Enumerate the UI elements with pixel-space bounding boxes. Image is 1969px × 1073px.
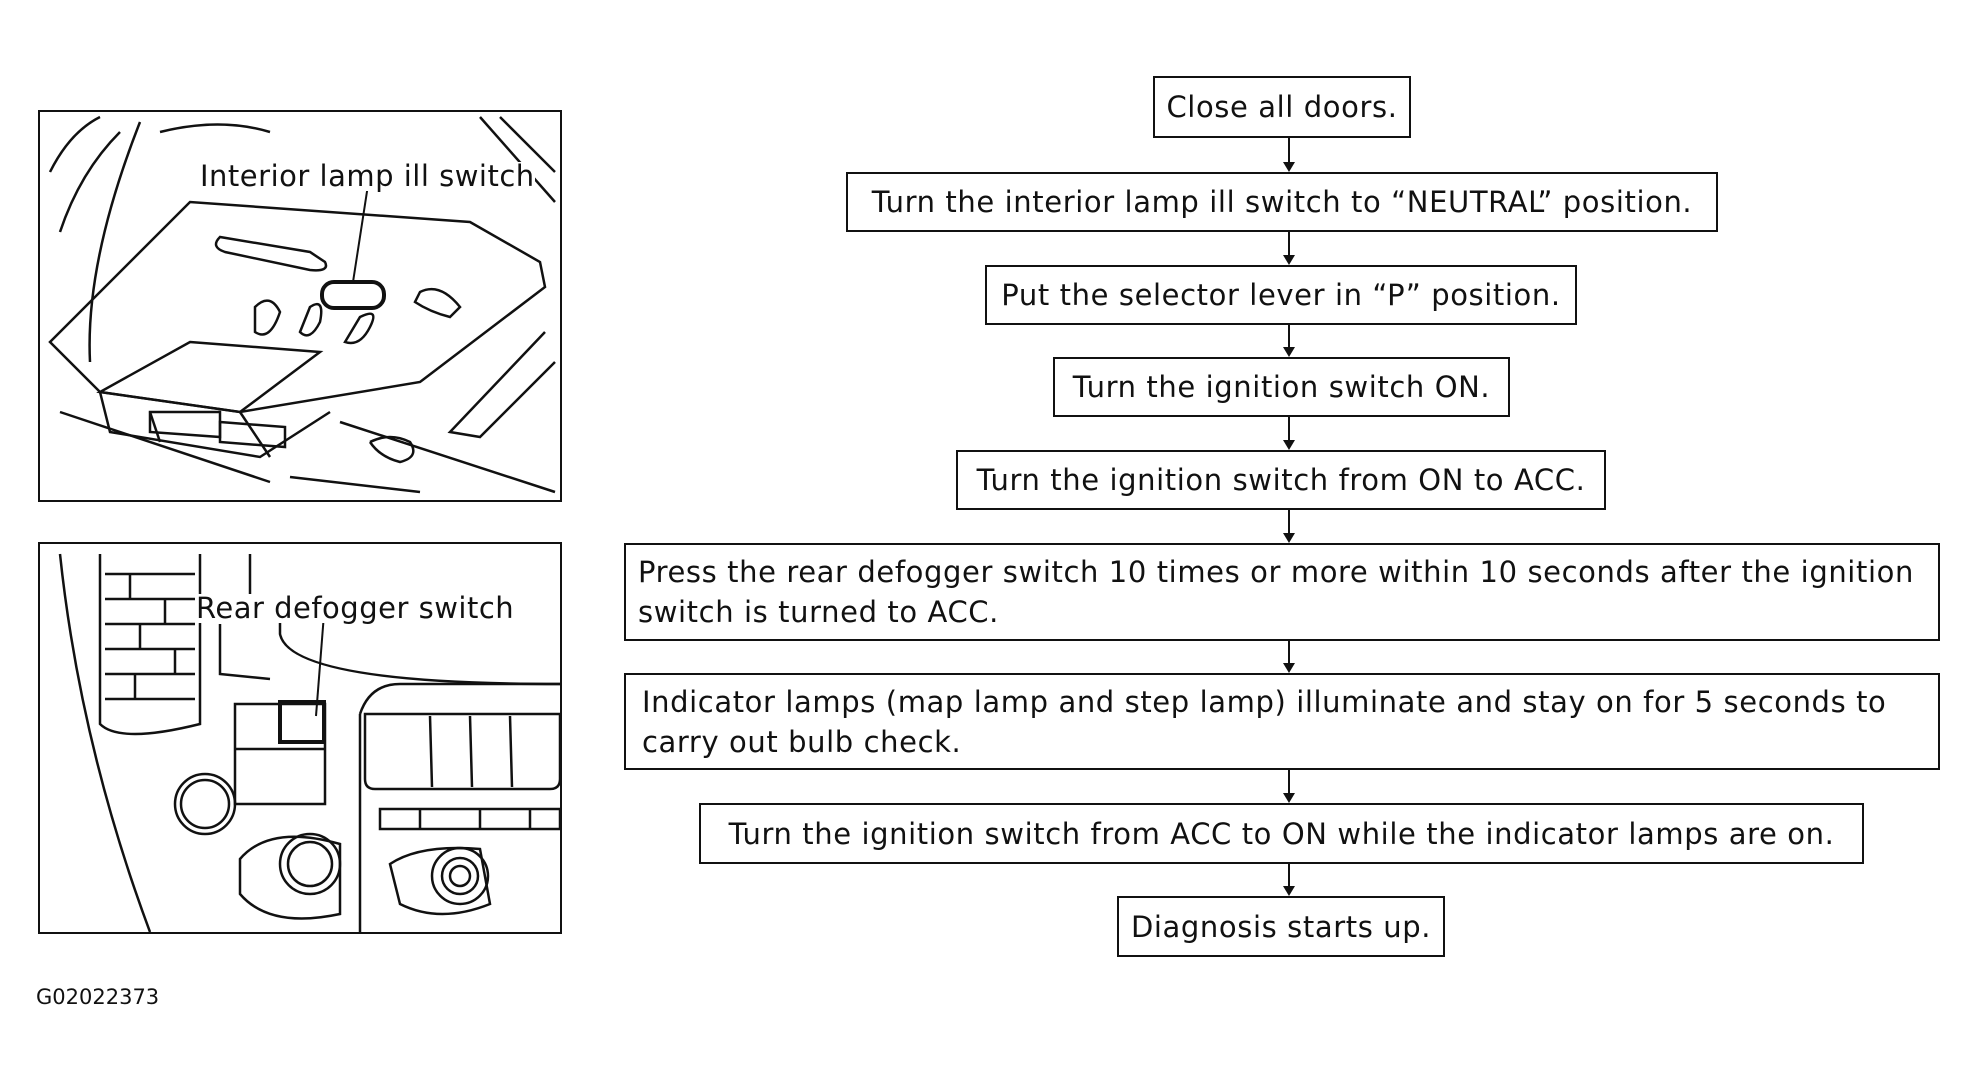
flow-arrow — [1279, 325, 1299, 357]
flow-arrow — [1279, 138, 1299, 172]
leader-line — [315, 613, 325, 717]
step-close-doors: Close all doors. — [1153, 76, 1411, 138]
step-ignition-on-to-acc: Turn the ignition switch from ON to ACC. — [956, 450, 1606, 510]
step-ignition-acc-to-on: Turn the ignition switch from ACC to ON … — [699, 803, 1864, 864]
flow-arrow — [1279, 232, 1299, 265]
flow-arrow — [1279, 864, 1299, 896]
flow-arrow — [1279, 417, 1299, 450]
step-interior-lamp-neutral: Turn the interior lamp ill switch to “NE… — [846, 172, 1718, 232]
dashboard-drawing — [58, 553, 560, 932]
flow-arrow — [1279, 641, 1299, 673]
step-press-rear-defogger: Press the rear defogger switch 10 times … — [624, 543, 1940, 641]
step-ignition-on: Turn the ignition switch ON. — [1053, 357, 1510, 417]
flow-arrow — [1279, 510, 1299, 543]
callout-rear-defogger-switch: Rear defogger switch — [196, 591, 515, 625]
step-selector-lever-p: Put the selector lever in “P” position. — [985, 265, 1577, 325]
flow-arrow — [1279, 770, 1299, 803]
interior-lamp-illustration: Interior lamp ill switch — [38, 110, 562, 502]
callout-interior-lamp-switch: Interior lamp ill switch — [200, 159, 535, 193]
step-diagnosis-starts: Diagnosis starts up. — [1117, 896, 1445, 957]
rear-defogger-illustration: Rear defogger switch — [38, 542, 562, 934]
figure-code: G02022373 — [36, 985, 160, 1009]
step-indicator-lamps-illuminate: Indicator lamps (map lamp and step lamp)… — [624, 673, 1940, 770]
